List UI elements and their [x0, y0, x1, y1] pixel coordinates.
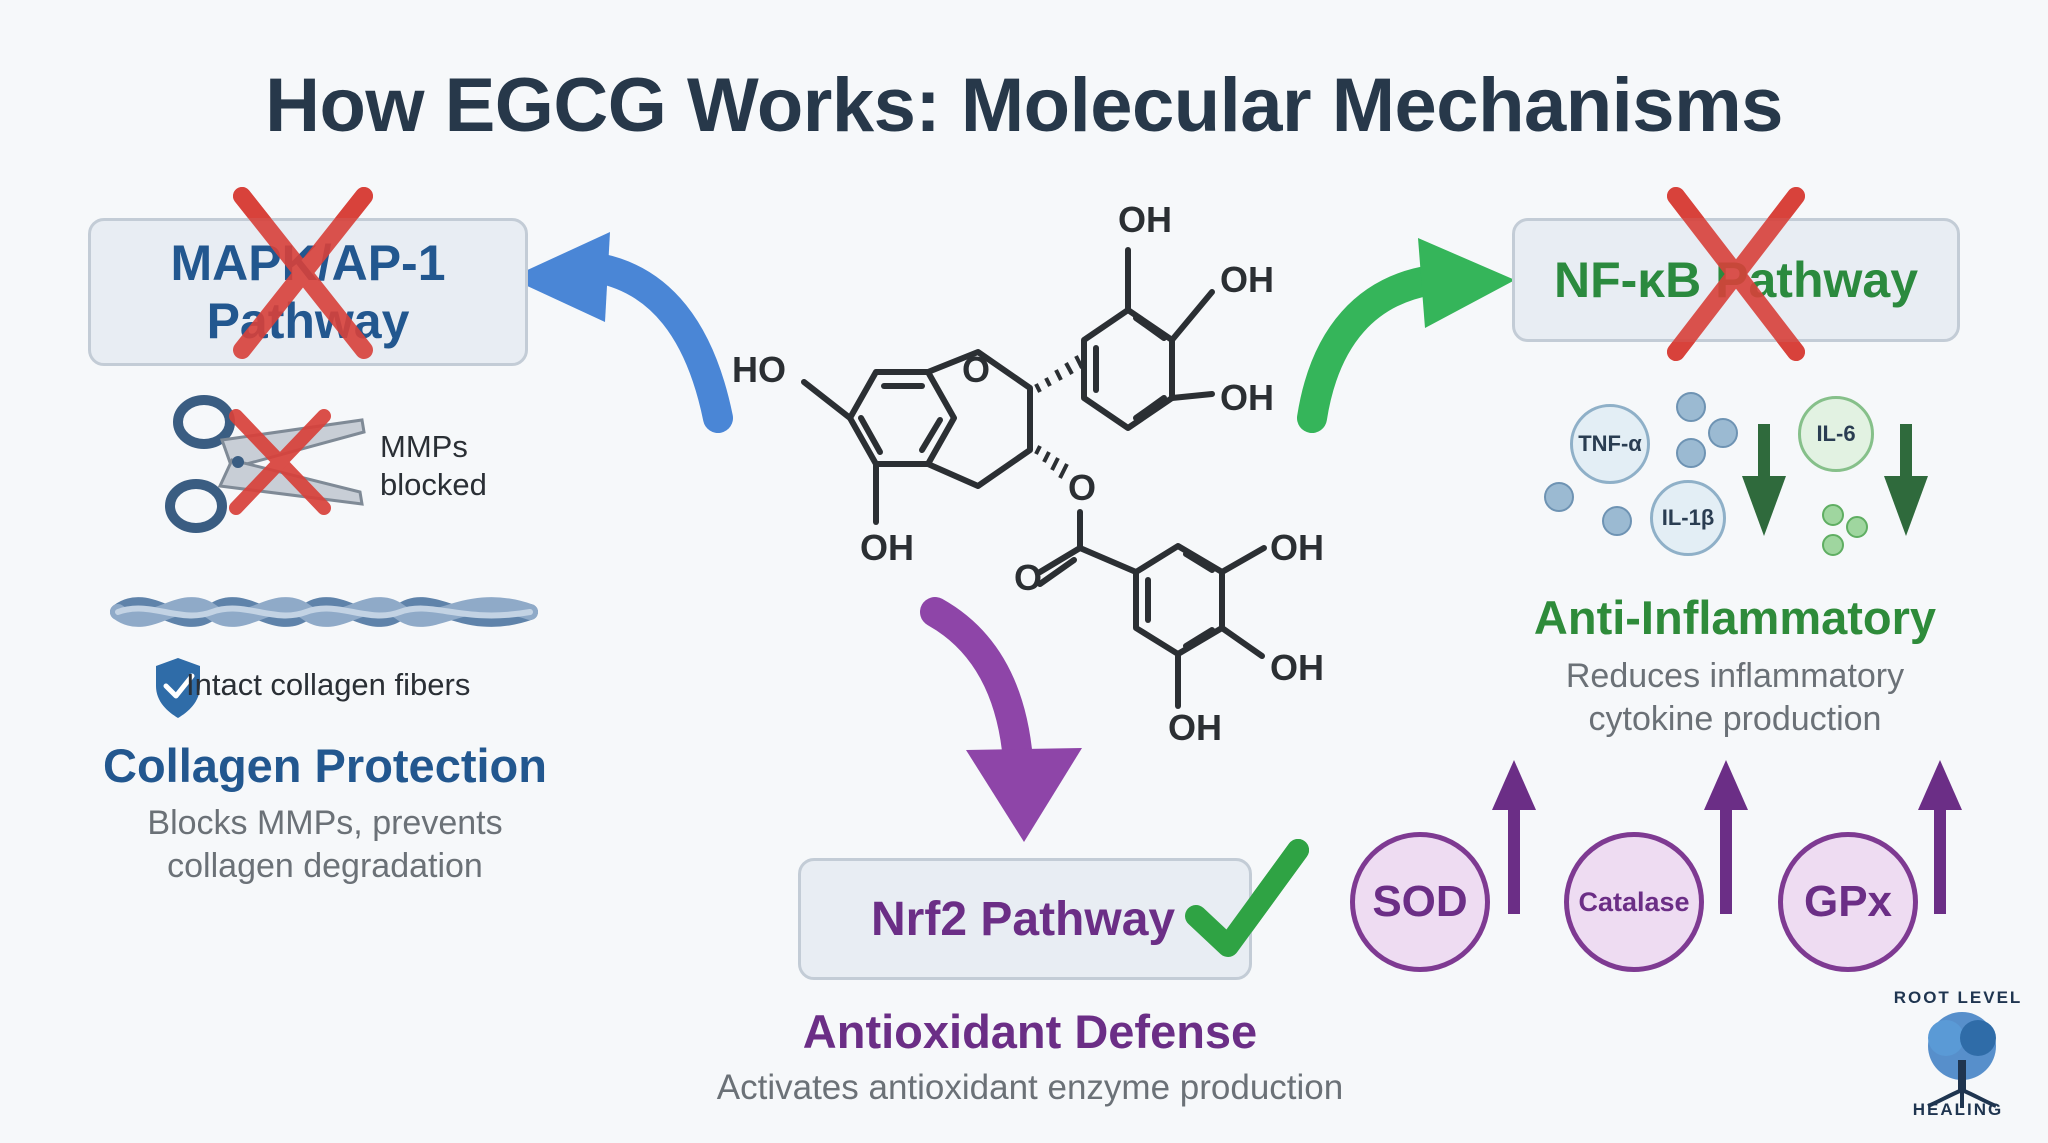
mol-label-galloyl-oh3: OH — [1168, 707, 1222, 748]
anti-inflammatory-heading: Anti-Inflammatory — [1533, 591, 1937, 644]
enzyme-gpx: GPx — [1778, 832, 1918, 972]
mapk-pathway-box: MAPK/AP-1 Pathway — [88, 218, 528, 366]
scissors-icon — [165, 395, 366, 533]
mapk-pathway-line2: Pathway — [206, 293, 410, 349]
nfkb-pathway-box: NF-κB Pathway — [1512, 218, 1960, 342]
cross-icon-mmps — [229, 409, 331, 515]
cytokine-dot — [1822, 504, 1844, 526]
collagen-protection-desc: Blocks MMPs, prevents collagen degradati… — [147, 804, 503, 885]
cytokine-dot — [1676, 392, 1706, 422]
down-arrow-icon-1 — [1742, 424, 1786, 536]
page-title: How EGCG Works: Molecular Mechanisms — [265, 63, 1783, 148]
mol-label-ring-o: O — [962, 349, 990, 390]
enzyme-catalase: Catalase — [1564, 832, 1704, 972]
mol-label-oh-top: OH — [1118, 199, 1172, 240]
antioxidant-defense-desc: Activates antioxidant enzyme production — [716, 1068, 1344, 1107]
mapk-pathway-line1: MAPK/AP-1 — [170, 235, 446, 291]
watermark-line2: HEALING — [1912, 1100, 2004, 1119]
mol-label-oh-bottom: OH — [860, 527, 914, 568]
up-arrow-icon-gpx — [1918, 760, 1962, 914]
watermark-line1: ROOT LEVEL — [1893, 988, 2023, 1007]
stereo-wedges — [1034, 355, 1084, 479]
cytokine-il-1beta: IL-1β — [1650, 480, 1726, 556]
shield-check-icon — [156, 658, 200, 718]
anti-inflammatory-desc: Reduces inflammatory cytokine production — [1565, 657, 1905, 738]
egcg-molecule — [801, 247, 1267, 709]
nrf2-pathway-box: Nrf2 Pathway — [798, 858, 1252, 980]
cytokine-dot — [1544, 482, 1574, 512]
cytokine-dot — [1676, 438, 1706, 468]
cytokine-dot — [1602, 506, 1632, 536]
collagen-protection-heading: Collagen Protection — [103, 739, 547, 792]
mol-label-oh-right2: OH — [1220, 377, 1274, 418]
intact-collagen-label: Intact collagen fibers — [186, 667, 471, 702]
enzyme-sod: SOD — [1350, 832, 1490, 972]
green-arrow — [1297, 238, 1515, 433]
cytokine-dot — [1846, 516, 1868, 538]
tree-logo-icon — [1927, 1012, 1997, 1108]
cytokine-dot — [1822, 534, 1844, 556]
mol-label-oh-right1: OH — [1220, 259, 1274, 300]
cytokine-il-6: IL-6 — [1798, 396, 1874, 472]
up-arrow-icon-sod — [1492, 760, 1536, 914]
nrf2-pathway-label: Nrf2 Pathway — [871, 892, 1176, 946]
antioxidant-defense-heading: Antioxidant Defense — [802, 1005, 1258, 1058]
cytokine-tnf-alpha: TNF-α — [1570, 404, 1650, 484]
mmps-blocked-label: MMPs blocked — [380, 429, 487, 502]
mol-label-galloyl-oh1: OH — [1270, 527, 1324, 568]
down-arrow-icon-2 — [1884, 424, 1928, 536]
nfkb-pathway-label: NF-κB Pathway — [1553, 252, 1919, 308]
mol-label-carbonyl-o: O — [1014, 557, 1042, 598]
mol-label-galloyl-oh2: OH — [1270, 647, 1324, 688]
mol-label-ester-o: O — [1068, 467, 1096, 508]
up-arrow-icon-catalase — [1704, 760, 1748, 914]
blue-arrow — [510, 232, 733, 433]
cytokine-dot — [1708, 418, 1738, 448]
purple-arrow — [920, 597, 1082, 842]
mol-label-ho-left: HO — [732, 349, 786, 390]
collagen-fiber-icon — [110, 597, 538, 627]
watermark-logo: ROOT LEVEL HEALING — [1888, 988, 2038, 1128]
